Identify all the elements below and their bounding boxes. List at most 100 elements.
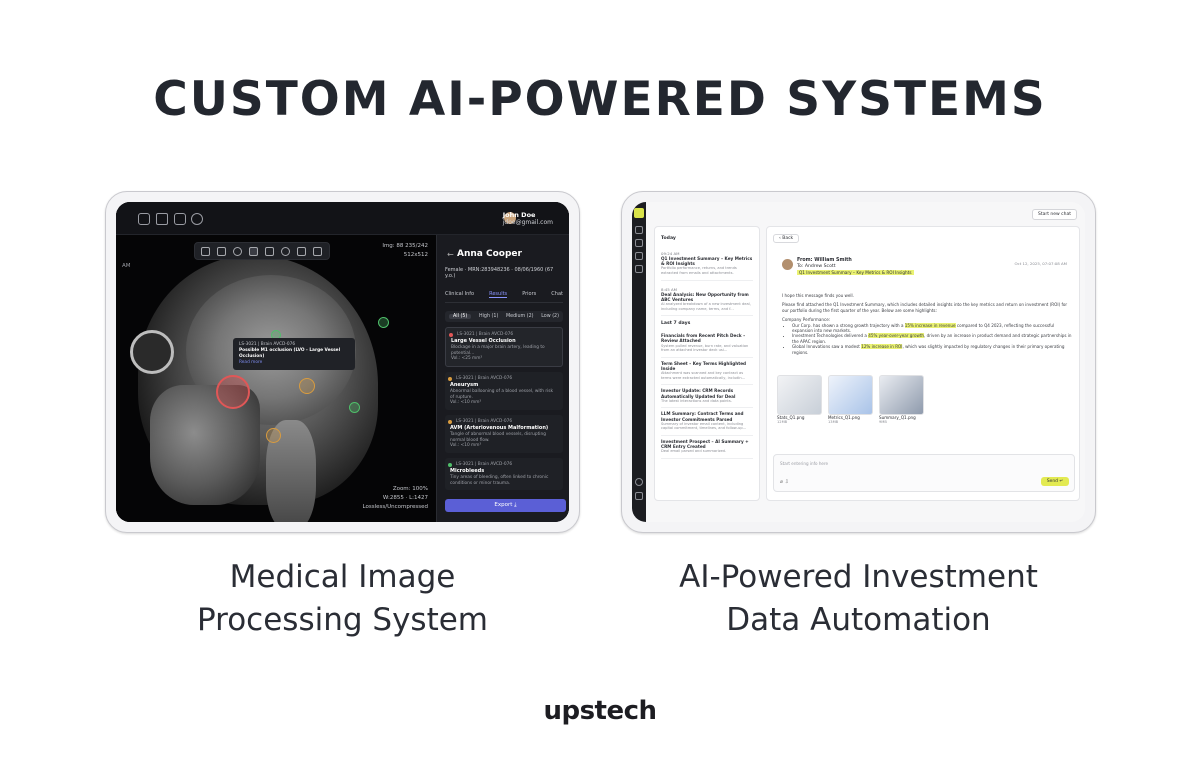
thread-item[interactable]: Financials from Recent Pitch Deck – Revi…: [661, 330, 753, 358]
user-info[interactable]: John Doe jdoe@gmail.com: [503, 211, 553, 226]
finding-title: Large Vessel Occlusion: [451, 337, 516, 344]
thread-title: Investor Update: CRM Records Automatical…: [661, 388, 736, 399]
thread-title: LLM Summary: Contract Terms and Investor…: [661, 411, 744, 422]
attachment-name: Summary_Q1.png: [879, 415, 916, 420]
zoom-icon[interactable]: [233, 247, 242, 256]
export-button[interactable]: Export ⤓: [445, 499, 566, 512]
email-bullet: Global Innovations saw a modest 12% incr…: [792, 344, 1072, 355]
back-button[interactable]: ‹ Back: [773, 234, 800, 243]
finding-marker-medium[interactable]: [299, 378, 315, 394]
caption-investment-line2: Data Automation: [726, 602, 991, 638]
export-label: Export: [494, 502, 513, 508]
finding-marker-low[interactable]: [349, 402, 360, 413]
folder-icon[interactable]: [156, 213, 168, 225]
finding-card[interactable]: LS-3021 | Brain AVCD-076 Large Vessel Oc…: [445, 327, 563, 367]
compose-box[interactable]: Start entering info here ⌀ ⇩ Send ↵: [773, 454, 1075, 492]
finding-card[interactable]: LS-3021 | Brain AVCD-076 AVM (Arterioven…: [445, 414, 563, 453]
email-view: ‹ Back From: William Smith To: Andrew Sc…: [766, 226, 1080, 501]
finding-volume: Vol.: <25 mm³: [451, 356, 483, 362]
thread-desc: The latest interactions and data points.: [661, 398, 732, 403]
scan-orientation: AM: [122, 263, 131, 269]
finding-desc: Abnormal ballooning of a blood vessel, w…: [450, 389, 554, 400]
attach-icon[interactable]: ⌀ ⇩: [780, 479, 789, 485]
severity-dot: [449, 333, 453, 337]
read-more-link[interactable]: Read more: [239, 360, 263, 365]
email-from: From: William Smith: [797, 258, 852, 263]
tab-priors[interactable]: Priors: [522, 291, 537, 297]
attachment[interactable]: Metrics_Q1.png 13MB: [828, 375, 873, 424]
thread-item[interactable]: 09:24 AM Q1 Investment Summary – Key Met…: [661, 245, 753, 281]
logout-icon[interactable]: [635, 492, 643, 500]
highlight: 15% increase in revenue: [904, 322, 956, 328]
hide-icon[interactable]: [297, 247, 306, 256]
email-greeting: I hope this message finds you well.: [782, 293, 854, 298]
back-arrow-icon[interactable]: ←: [447, 250, 454, 259]
compose-input[interactable]: Start entering info here: [780, 461, 829, 466]
contrast-icon[interactable]: [281, 247, 290, 256]
sender-avatar: [782, 259, 793, 270]
new-chat-button[interactable]: Start new chat: [1031, 209, 1077, 220]
mri-viewer[interactable]: AM Img: 88 235/242 512x512 LS-3021 | Bra…: [116, 235, 436, 522]
users-icon[interactable]: [138, 213, 150, 225]
email-bullet: Investment Technologies delivered a 45% …: [792, 333, 1072, 344]
filter-high[interactable]: High (1): [478, 314, 499, 319]
finding-title: Aneurysm: [450, 381, 479, 388]
rotate-icon[interactable]: [265, 247, 274, 256]
thread-item[interactable]: Term Sheet – Key Terms Highlighted Insid…: [661, 358, 753, 386]
investment-tablet: Start new chat Today 09:24 AM Q1 Investm…: [621, 191, 1096, 533]
finding-card[interactable]: LS-3021 | Brain AVCD-076 Aneurysm Abnorm…: [445, 371, 563, 410]
thread-item[interactable]: Investment Prospect – AI Summary + CRM E…: [661, 436, 753, 459]
finding-marker-low[interactable]: [378, 317, 389, 328]
settings-icon[interactable]: [191, 213, 203, 225]
undo-icon[interactable]: [201, 247, 210, 256]
patient-dob: 08/06/1960 (67 y.o.): [445, 267, 554, 279]
finding-marker-high[interactable]: [216, 375, 250, 409]
viewer-stats: Zoom: 100% W:2855 · L:1427 Lossless/Unco…: [363, 485, 428, 512]
thread-desc: AI analyzed breakdown of a new investmen…: [661, 302, 751, 311]
tab-results[interactable]: Results: [489, 291, 508, 298]
patient-mrn: MRN:283948236: [467, 267, 510, 273]
finding-desc: Tangle of abnormal blood vessels, disrup…: [450, 432, 546, 443]
tab-clinical-info[interactable]: Clinical Info: [445, 291, 475, 297]
investment-screen: Start new chat Today 09:24 AM Q1 Investm…: [632, 202, 1085, 522]
back-label: Back: [782, 236, 794, 241]
finding-id: LS-3021 | Brain AVCD-076: [456, 418, 513, 424]
pan-icon[interactable]: [217, 247, 226, 256]
investment-app: Start new chat Today 09:24 AM Q1 Investm…: [632, 202, 1085, 522]
email-bullet: Our Corp. has shown a strong growth traj…: [792, 322, 1072, 334]
app-logo-icon[interactable]: [634, 208, 644, 218]
attachment[interactable]: Summary_Q1.png 9MB: [879, 375, 924, 424]
thread-item[interactable]: 8:45 AM Deal Analysis: New Opportunity f…: [661, 281, 753, 317]
finding-id: LS-3021 | Brain AVCD-076: [456, 375, 513, 381]
finding-card[interactable]: LS-3021 | Brain AVCD-076 Microbleeds Tin…: [445, 457, 563, 491]
highlight: 45% year-over-year growth: [868, 333, 925, 339]
avatar[interactable]: [504, 212, 516, 224]
attachment-thumbnail: [879, 375, 924, 415]
settings-icon[interactable]: [635, 478, 643, 486]
attachment[interactable]: Stats_Q1.png 12MB: [777, 375, 822, 424]
compression: Lossless/Uncompressed: [362, 504, 428, 510]
filter-medium[interactable]: Medium (2): [506, 314, 534, 319]
thread-item[interactable]: Investor Update: CRM Records Automatical…: [661, 385, 753, 409]
documents-icon[interactable]: [635, 252, 643, 260]
thread-title: Term Sheet – Key Terms Highlighted Insid…: [661, 360, 747, 371]
thread-title: Q1 Investment Summary – Key Metrics & RO…: [661, 256, 753, 267]
thread-desc: Portfolio performance, returns, and tren…: [661, 266, 737, 275]
adjust-icon[interactable]: [313, 247, 322, 256]
filter-low[interactable]: Low (2): [541, 314, 559, 319]
email-perf-title: Company Performance:: [782, 317, 831, 323]
layout-icon[interactable]: [174, 213, 186, 225]
attachment-name: Stats_Q1.png: [777, 415, 805, 420]
thread-desc: Deal email parsed and summarized.: [661, 449, 727, 454]
transfer-icon[interactable]: [635, 265, 643, 273]
tab-chat[interactable]: Chat: [551, 291, 563, 297]
finding-marker-medium[interactable]: [266, 428, 281, 443]
finding-title: Microbleeds: [450, 467, 485, 474]
send-button[interactable]: Send ↵: [1040, 477, 1069, 486]
thread-item[interactable]: LLM Summary: Contract Terms and Investor…: [661, 408, 753, 436]
contacts-icon[interactable]: [635, 239, 643, 247]
pointer-icon[interactable]: [249, 247, 258, 256]
inbox-icon[interactable]: [635, 226, 643, 234]
filter-all[interactable]: All (5): [449, 314, 472, 319]
image-index: Img: 88 235/242: [382, 243, 428, 249]
